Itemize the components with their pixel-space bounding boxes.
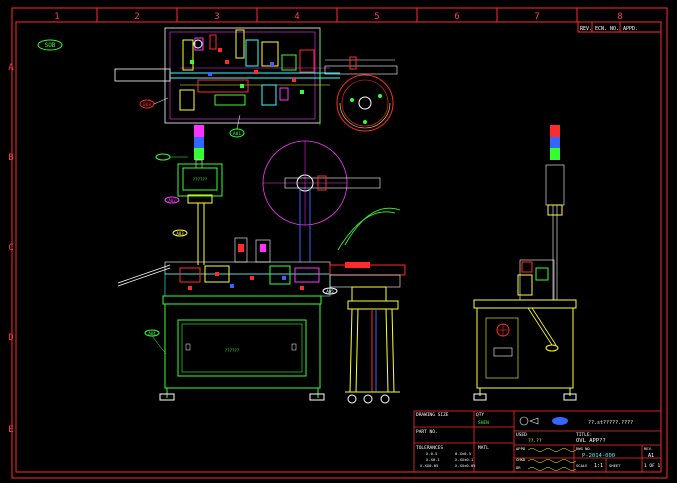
title-block-text: DRAWING SIZE QTY SHEN PART NO. TOLERANCE… bbox=[416, 412, 661, 470]
callout-a03: A03 bbox=[176, 231, 184, 236]
title-value: OVL APP?? bbox=[576, 438, 606, 444]
col-marker-1: 1 bbox=[54, 12, 59, 22]
chkd-label: CHKD bbox=[516, 457, 526, 462]
plan-view: 008 A01 bbox=[114, 27, 398, 138]
callout-sob-text: SOB bbox=[45, 42, 56, 49]
drawing-size-label: DRAWING SIZE bbox=[416, 412, 449, 418]
rev-header: REV. bbox=[580, 26, 592, 32]
title-label: TITLE: bbox=[576, 432, 592, 438]
qty-value: SHEN bbox=[478, 420, 489, 426]
appd-header: APPD. bbox=[623, 26, 638, 32]
callout-a05: A05 bbox=[326, 289, 334, 294]
rev-label: REV. bbox=[644, 446, 653, 451]
used-label: USED bbox=[516, 432, 527, 438]
company-logo-icon bbox=[519, 416, 568, 426]
matl-label: MATL bbox=[478, 445, 489, 451]
row-marker-b: B bbox=[8, 153, 13, 163]
part-no-label: PART NO. bbox=[416, 429, 438, 435]
row-marker-c: C bbox=[8, 243, 13, 253]
tolerance-label: TOLERANCES bbox=[416, 445, 443, 451]
company-name: ??.st?????.???? bbox=[588, 420, 633, 426]
revision-table: REV. ECN. NO. APPD. bbox=[577, 21, 662, 33]
callout-a02: A02 bbox=[168, 198, 176, 203]
callout-a01: A01 bbox=[233, 131, 241, 137]
col-marker-7: 7 bbox=[534, 12, 539, 22]
rev-value: A1 bbox=[648, 453, 654, 459]
dwg-no-label: DWG NO. bbox=[576, 446, 592, 451]
tol-row-2-b: X.XX±0.1 bbox=[455, 457, 474, 462]
ecn-header: ECN. NO. bbox=[595, 26, 619, 32]
dwg-no-value: P-2014-000 bbox=[582, 453, 615, 459]
tol-row-2-a: X.X0.1 bbox=[426, 457, 440, 462]
tol-row-1-b: 0.X±0.5 bbox=[455, 451, 471, 456]
tol-row-3-b: X.XX±0.05 bbox=[455, 463, 476, 468]
qty-label: QTY bbox=[476, 412, 484, 418]
col-marker-5: 5 bbox=[374, 12, 379, 22]
col-marker-6: 6 bbox=[454, 12, 459, 22]
drawing-border bbox=[11, 7, 668, 479]
callout-008: 008 bbox=[143, 102, 151, 108]
front-view: ?????? A02 A03 bbox=[117, 125, 406, 404]
tol-row-3-a: X.XX0.05 bbox=[420, 463, 438, 468]
col-marker-8: 8 bbox=[617, 12, 622, 22]
tol-row-1-a: X.0.5 bbox=[426, 451, 437, 456]
row-markers: A B C D E bbox=[8, 63, 14, 435]
title-block bbox=[413, 410, 662, 473]
scale-label: SCALE bbox=[576, 463, 588, 468]
callout-bubble-sob: SOB bbox=[37, 39, 63, 51]
appd-label: APPD bbox=[516, 446, 526, 451]
scale-value: 1:1 bbox=[594, 463, 603, 469]
callout-a04: A04 bbox=[148, 331, 156, 336]
used-value: ??.?? bbox=[528, 438, 542, 444]
panel-tag: ?????? bbox=[193, 177, 208, 182]
col-marker-4: 4 bbox=[294, 12, 299, 22]
row-marker-a: A bbox=[8, 63, 14, 73]
sheet-label: SHEET bbox=[609, 463, 621, 468]
row-marker-e: E bbox=[8, 425, 13, 435]
sheet-value: 1 OF 1 bbox=[644, 463, 661, 469]
side-view bbox=[473, 125, 577, 401]
row-marker-d: D bbox=[8, 333, 13, 343]
column-markers: 1 2 3 4 5 6 7 8 bbox=[54, 12, 622, 22]
dr-label: DR bbox=[516, 465, 521, 470]
col-marker-2: 2 bbox=[134, 12, 139, 22]
cabinet-label: ?????? bbox=[225, 348, 240, 353]
col-marker-3: 3 bbox=[214, 12, 219, 22]
